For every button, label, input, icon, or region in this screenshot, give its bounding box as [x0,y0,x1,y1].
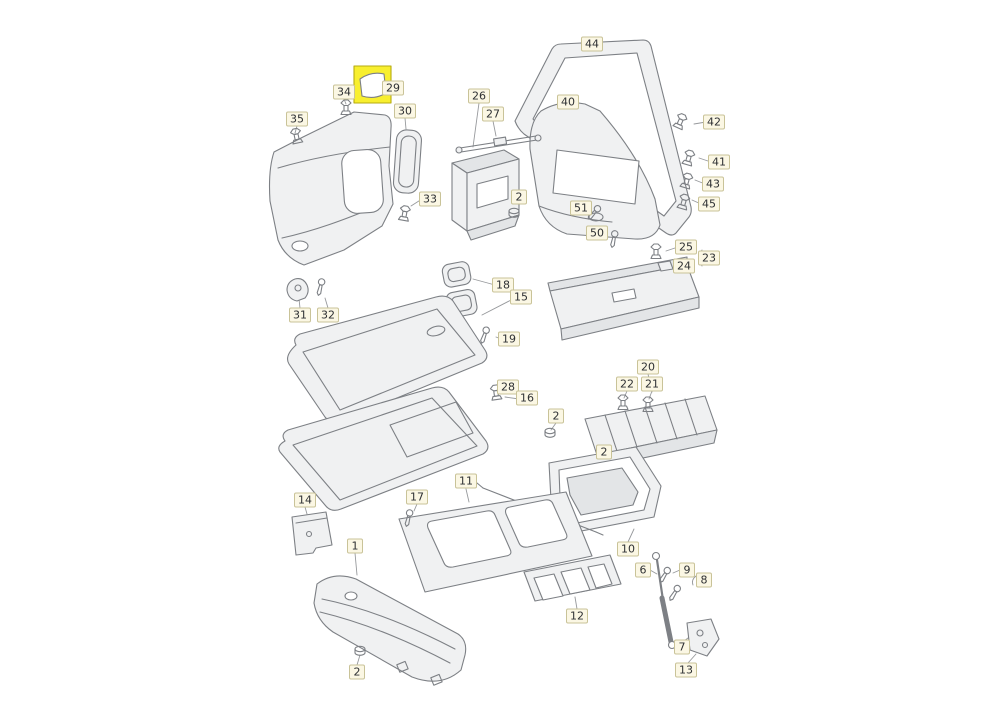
callout-42[interactable]: 42 [703,114,725,130]
part-11-frame[interactable] [398,482,604,593]
callout-22[interactable]: 22 [616,376,638,392]
callout-30[interactable]: 30 [394,103,416,119]
callout-19[interactable]: 19 [498,331,520,347]
part-31-hook[interactable] [286,278,309,302]
callout-9[interactable]: 9 [679,562,695,578]
part-34-clip[interactable] [340,99,352,116]
callout-1[interactable]: 1 [347,538,363,554]
part-16-load-floor-mat-lower[interactable] [278,386,489,511]
callout-21[interactable]: 21 [641,376,663,392]
callout-51[interactable]: 51 [570,200,592,216]
callout-10[interactable]: 10 [617,541,639,557]
part-24-support[interactable] [657,260,674,272]
part-side-trim-panel[interactable] [268,111,394,266]
part-30-trim-pad[interactable] [392,129,423,194]
part-15-load-floor-mat[interactable] [287,295,488,423]
callout-2d[interactable]: 2 [349,664,365,680]
callout-28[interactable]: 28 [497,379,519,395]
callout-32[interactable]: 32 [317,307,339,323]
callout-27[interactable]: 27 [482,106,504,122]
part-32-screw[interactable] [314,277,327,297]
callout-2c[interactable]: 2 [596,444,612,460]
callout-29-highlighted[interactable]: 29 [382,80,404,96]
part-6-gas-strut[interactable] [651,551,677,650]
callout-34[interactable]: 34 [333,84,355,100]
callout-40[interactable]: 40 [557,94,579,110]
part-25-clip[interactable] [650,243,662,260]
part-7-bracket[interactable] [686,618,720,657]
callout-17[interactable]: 17 [406,489,428,505]
callout-33[interactable]: 33 [419,191,441,207]
callout-12[interactable]: 12 [566,608,588,624]
callout-23[interactable]: 23 [698,250,720,266]
part-1-lower-trim[interactable] [313,575,467,686]
callout-18[interactable]: 18 [492,277,514,293]
callout-50[interactable]: 50 [586,225,608,241]
part-40-tailgate-trim-panel[interactable] [529,102,661,240]
part-27-rod[interactable] [455,134,542,154]
callout-15[interactable]: 15 [510,289,532,305]
callout-6[interactable]: 6 [635,562,651,578]
callout-2b[interactable]: 2 [548,408,564,424]
callout-26[interactable]: 26 [468,88,490,104]
callout-43[interactable]: 43 [702,176,724,192]
callout-41[interactable]: 41 [708,154,730,170]
part-19-screw[interactable] [477,325,491,345]
part-41-clip[interactable] [681,148,697,167]
part-20-sill-trim[interactable] [584,395,718,469]
callout-11[interactable]: 11 [455,473,477,489]
part-33-clip[interactable] [397,204,412,222]
callout-14[interactable]: 14 [294,492,316,508]
callout-16[interactable]: 16 [516,390,538,406]
callout-13[interactable]: 13 [675,662,697,678]
callout-45[interactable]: 45 [698,196,720,212]
callout-8[interactable]: 8 [696,572,712,588]
part-12-support-frame[interactable] [523,554,622,602]
part-2-nut-b[interactable] [544,427,556,438]
part-23-parcel-shelf[interactable] [547,256,700,341]
callout-25[interactable]: 25 [675,239,697,255]
callout-24[interactable]: 24 [673,258,695,274]
part-42-clip[interactable] [672,111,689,131]
callout-35[interactable]: 35 [286,111,308,127]
callout-2a[interactable]: 2 [511,189,527,205]
callout-31[interactable]: 31 [289,307,311,323]
callout-7[interactable]: 7 [674,639,690,655]
part-22-clip[interactable] [617,394,629,411]
part-14-bracket[interactable] [291,511,333,556]
callout-20[interactable]: 20 [637,359,659,375]
part-26-bracket-box[interactable] [451,149,520,241]
callout-44[interactable]: 44 [581,36,603,52]
part-9-screw-b[interactable] [666,583,683,603]
